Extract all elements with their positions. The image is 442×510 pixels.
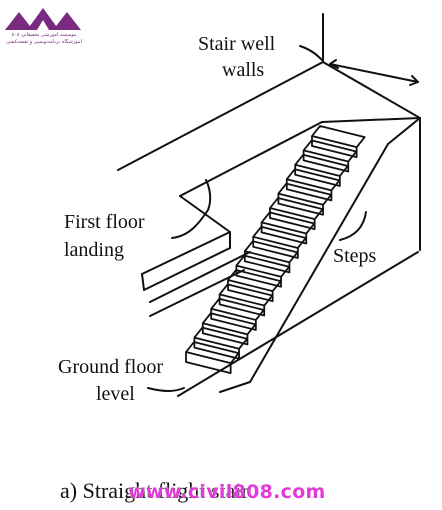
step-tread: [201, 312, 257, 336]
wall-thickness-dimension: [329, 63, 419, 83]
institute-logo: [5, 8, 81, 30]
label-ground-floor-line-2: level: [96, 383, 135, 405]
lower-floor-edge-2: [149, 269, 245, 317]
label-ground-floor-line-1: Ground floor: [58, 356, 163, 378]
step-tread: [218, 283, 274, 307]
step-tread: [243, 240, 299, 264]
step-tread: [193, 326, 248, 350]
leader-first-floor: [171, 179, 212, 239]
stair-underside: [249, 143, 389, 383]
stair-outer-edge: [387, 117, 421, 145]
leader-steps: [339, 211, 367, 241]
stair-side-slope: [321, 117, 421, 123]
step-tread: [235, 254, 290, 278]
step-riser: [185, 352, 232, 375]
label-stair-well-line-2: walls: [222, 59, 265, 81]
ground-edge: [177, 251, 419, 397]
step-tread: [252, 225, 307, 249]
step-tread: [294, 153, 349, 177]
landing-back-edge: [179, 121, 323, 197]
step-tread: [260, 211, 316, 235]
step-tread: [269, 197, 324, 221]
figure-caption: a) Straight flight stair: [60, 478, 249, 503]
step-tread: [277, 182, 332, 206]
step-tread: [285, 168, 341, 192]
step-tread: [302, 139, 358, 163]
leader-stair-well: [299, 45, 323, 61]
watermark: www.civil808.com: [128, 481, 326, 503]
right-wall-top-edge: [322, 61, 421, 119]
stair-steps: [185, 125, 366, 375]
step-tread: [311, 125, 366, 149]
label-steps: Steps: [333, 245, 377, 267]
label-first-floor-line-1: First floor: [64, 211, 145, 233]
step-tread: [210, 297, 265, 321]
back-wall-top-edge: [117, 61, 324, 171]
logo-text-line-1: موسسه آموزشی تحقیقاتی ۸۰۸: [11, 32, 77, 38]
leader-ground: [147, 387, 185, 392]
lower-floor-edge-1: [149, 251, 251, 303]
label-stair-well-line-1: Stair well: [198, 33, 276, 55]
logo-text-line-2: آموزشگاه برنامه‌نویسی و نقشه‌کشی: [6, 39, 82, 45]
landing-front-edge: [141, 231, 231, 275]
step-tread: [185, 341, 240, 365]
step-tread: [227, 269, 282, 293]
label-first-floor-line-2: landing: [64, 239, 124, 261]
